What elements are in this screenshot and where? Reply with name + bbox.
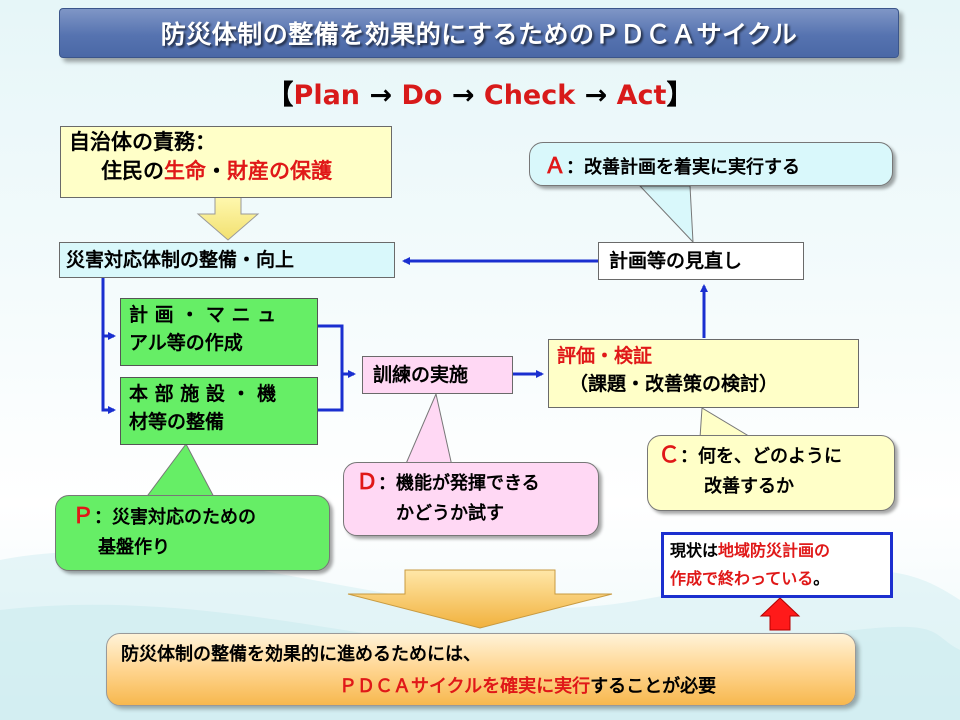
callout-act: Ａ：改善計画を着実に実行する [529, 142, 893, 186]
callout-check-text: ：何を、どのように [680, 446, 843, 467]
current-status-box: 現状は地域防災計画の 作成で終わっている。 [661, 532, 893, 598]
callout-do-line-1: Ｄ：機能が発揮できる [356, 468, 598, 499]
callout-act-text: ：改善計画を着実に実行する [566, 157, 801, 178]
callout-plan-letter: Ｐ [72, 504, 95, 529]
callout-p-tail [144, 443, 216, 500]
red-up-arrow [759, 597, 801, 631]
callout-do-line-2: かどうか試す [396, 503, 504, 524]
system-box: 災害対応体制の整備・向上 [59, 242, 395, 278]
facility-box: 本 部 施 設 ・ 機 材等の整備 [120, 377, 318, 445]
callout-check-letter: Ｃ [658, 443, 681, 468]
conclusion-suffix: することが必要 [590, 676, 717, 697]
callout-check: Ｃ：何を、どのように 改善するか [647, 435, 895, 511]
pdca-subtitle: 【Plan → Do → Check → Act】 [230, 76, 730, 116]
subtitle-check: Check [483, 80, 576, 111]
callout-do-text: ：機能が発揮できる [378, 473, 540, 494]
plan-manual-line-2: アル等の作成 [129, 332, 243, 354]
subtitle-open-bracket: 【 [266, 80, 294, 111]
duty-line-2: 住民の生命・財産の保護 [69, 157, 391, 186]
duty-dot: ・ [206, 159, 227, 183]
subtitle-act: Act [616, 80, 667, 111]
conclusion-line-2: ＰＤＣＡサイクルを確実に実行することが必要 [339, 672, 716, 698]
callout-plan-line-1: Ｐ：災害対応のための [72, 502, 329, 533]
callout-check-line-2: 改善するか [704, 476, 794, 497]
big-down-arrow [347, 569, 613, 629]
callout-do-letter: Ｄ [356, 470, 379, 495]
evaluation-line-2: （課題・改善策の検討） [569, 373, 779, 395]
subtitle-arrow: → [360, 80, 402, 111]
duty-life: 生命 [164, 159, 206, 183]
subtitle-plan: Plan [293, 80, 361, 111]
facility-line-1: 本 部 施 設 ・ 機 [129, 383, 277, 405]
subtitle-close-bracket: 】 [666, 80, 694, 111]
status-highlight-2: 作成で終わっている [670, 569, 814, 588]
down-arrow-duty [196, 195, 260, 241]
callout-plan-text: ：災害対応のための [94, 507, 257, 528]
status-prefix: 現状は [670, 541, 719, 560]
review-box: 計画等の見直し [598, 242, 804, 280]
status-suffix: 。 [813, 569, 830, 588]
training-box: 訓練の実施 [362, 356, 513, 394]
callout-plan-line-2: 基盤作り [98, 537, 170, 558]
duty-prefix: 住民の [101, 159, 164, 183]
status-highlight-1: 地域防災計画の [718, 541, 831, 560]
callout-check-line-1: Ｃ：何を、どのように [658, 441, 894, 472]
system-branch-connector [101, 278, 112, 412]
status-line-2: 作成で終わっている。 [670, 565, 886, 593]
page-title: 防災体制の整備を効果的にするためのＰＤＣＡサイクル [59, 8, 899, 58]
facility-line-2: 材等の整備 [129, 411, 225, 433]
callout-d-tail [404, 392, 453, 467]
conclusion-line-1: 防災体制の整備を効果的に進めるためには、 [121, 644, 481, 665]
plan-manual-box: 計 画 ・ マ ニ ュ アル等の作成 [120, 298, 318, 366]
plan-to-training-connector [318, 324, 344, 412]
duty-box: 自治体の責務： 住民の生命・財産の保護 [60, 126, 392, 198]
callout-do: Ｄ：機能が発揮できる かどうか試す [343, 462, 599, 536]
conclusion-box: 防災体制の整備を効果的に進めるためには、 ＰＤＣＡサイクルを確実に実行することが… [106, 633, 856, 706]
conclusion-highlight: ＰＤＣＡサイクルを確実に実行 [339, 676, 591, 697]
callout-act-letter: Ａ [544, 154, 567, 179]
status-line-1: 現状は地域防災計画の [670, 537, 886, 565]
subtitle-arrow: → [575, 80, 617, 111]
duty-property: 財産の保護 [227, 159, 332, 183]
callout-c-tail [699, 407, 754, 439]
evaluation-box: 評価・検証 （課題・改善策の検討） [548, 339, 859, 408]
callout-plan: Ｐ：災害対応のための 基盤作り [55, 495, 330, 571]
subtitle-arrow: → [442, 80, 484, 111]
plan-manual-line-1: 計 画 ・ マ ニ ュ [129, 304, 277, 326]
duty-line-1: 自治体の責務： [69, 130, 216, 154]
callout-a-tail [638, 185, 694, 244]
evaluation-line-1: 評価・検証 [557, 345, 653, 367]
subtitle-do: Do [401, 80, 443, 111]
